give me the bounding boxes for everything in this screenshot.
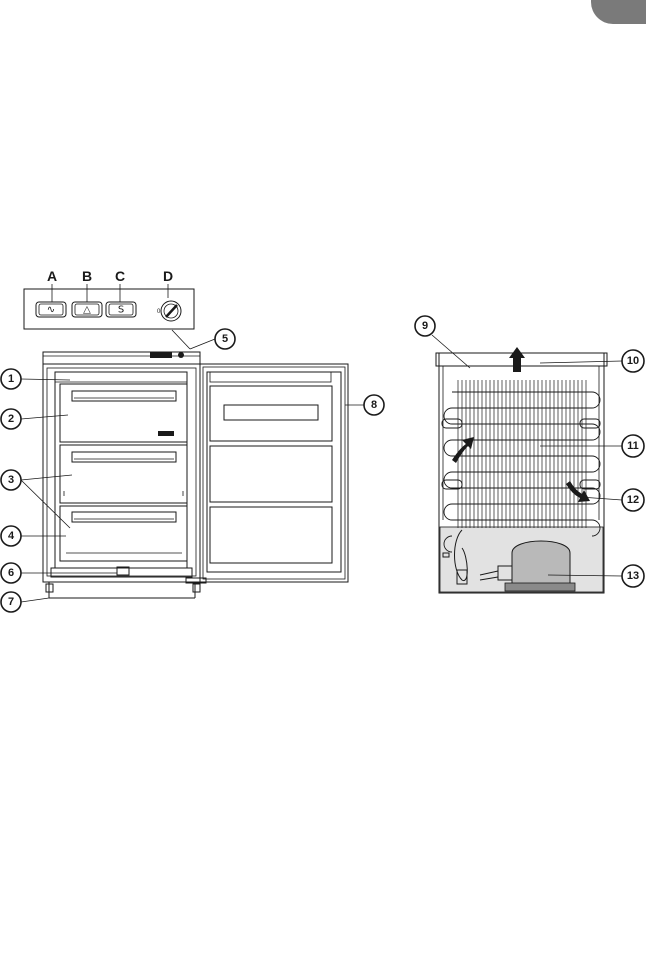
drawer-2[interactable] [60,445,187,503]
door-shelf-3 [210,507,332,563]
callout-12-label: 12 [627,494,639,506]
dial-zero-mark: 0 [157,309,161,315]
callout-6-label: 6 [8,567,14,579]
condenser-coil [444,380,600,552]
door-shelf-2 [210,446,332,502]
air-outlet-arrow [509,347,525,372]
front-control-strip [150,352,172,358]
control-letter-a: A [47,268,57,284]
control-panel: A B C D ∿ △ S 0 [24,268,194,349]
callout-3-label: 3 [8,474,14,486]
callout-7-label: 7 [8,596,14,608]
door-shelf-1 [210,386,332,441]
compressor [512,541,570,588]
button-c-symbol: S [118,305,124,316]
callout-8-label: 8 [371,399,377,411]
callout-1-label: 1 [8,373,14,385]
callout-2-label: 2 [8,413,14,425]
air-flow-arrow-left [452,437,474,463]
button-b-symbol: △ [83,305,91,316]
callout-11-label: 11 [627,440,639,452]
callout-13-label: 13 [627,570,639,582]
control-letter-c: C [115,268,125,284]
callout-5-label: 5 [222,333,228,345]
freezer-door[interactable] [200,364,348,582]
rear-view-freezer [436,347,607,593]
front-view-freezer [43,352,348,598]
callout-10-label: 10 [627,355,639,367]
callout-4-label: 4 [8,530,15,542]
button-a-symbol: ∿ [47,305,55,316]
callout-9-label: 9 [422,320,428,332]
control-letter-d: D [163,268,173,284]
control-letter-b: B [82,268,92,284]
